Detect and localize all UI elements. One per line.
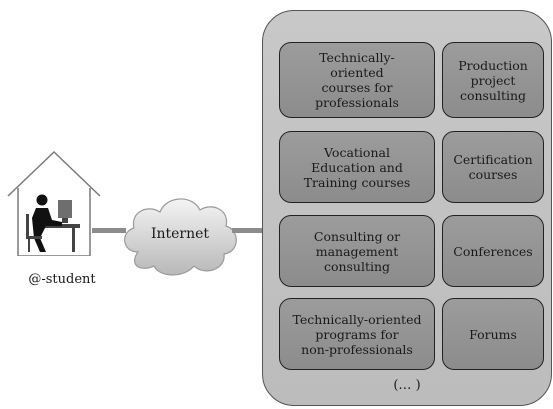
service-technically-oriented-courses: Technically- oriented courses for profes…: [279, 42, 435, 118]
house-to-cloud-connector: [92, 228, 126, 233]
more-services-ellipsis: (… ): [393, 378, 421, 393]
internet-label: Internet: [150, 226, 210, 242]
service-conferences: Conferences: [442, 215, 544, 287]
cloud-to-services-connector: [232, 228, 264, 233]
service-management-consulting: Consulting or management consulting: [279, 215, 435, 287]
service-production-project-consulting: Production project consulting: [442, 42, 544, 118]
student-label: @-student: [28, 272, 96, 287]
service-certification-courses: Certification courses: [442, 131, 544, 203]
student-house-icon: [7, 150, 101, 256]
service-non-professional-programs: Technically-oriented programs for non-pr…: [279, 298, 435, 370]
service-vet-courses: Vocational Education and Training course…: [279, 131, 435, 203]
internet-cloud-icon: [124, 198, 237, 276]
service-forums: Forums: [442, 298, 544, 370]
